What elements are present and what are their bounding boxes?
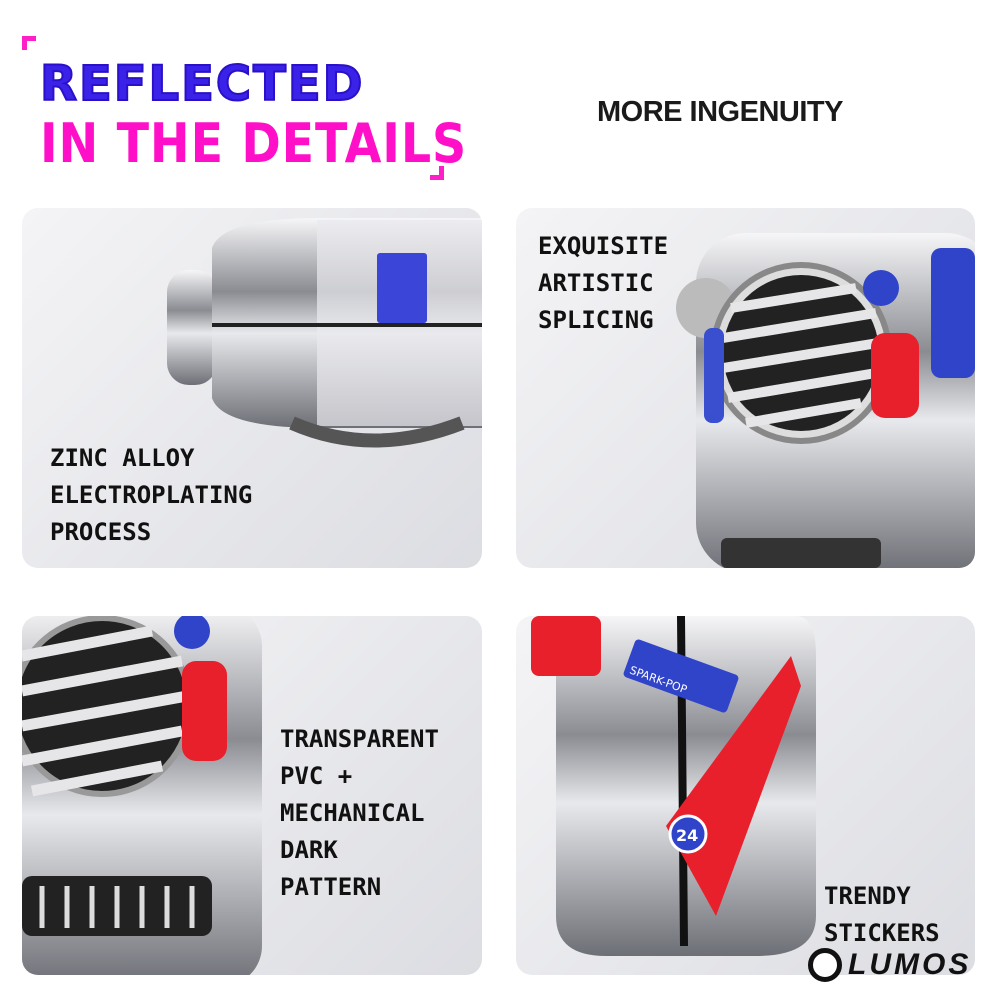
title-line-2: IN THE DETAILS: [40, 112, 468, 175]
logo-mark-icon: [808, 948, 842, 982]
caption-trendy-stickers: TRENDY STICKERS: [824, 882, 940, 947]
frame-corner-bottom-right: [430, 166, 444, 180]
product-face-image: [676, 233, 975, 568]
brand-name: LUMOS: [848, 948, 972, 981]
sticker-number: 24: [676, 826, 698, 845]
panel-artistic-splicing: EXQUISITE ARTISTIC SPLICING: [516, 208, 975, 568]
product-grille-image: [22, 616, 262, 975]
panel-zinc-alloy: ZINC ALLOY ELECTROPLATING PROCESS: [22, 208, 482, 568]
caption-zinc-alloy: ZINC ALLOY ELECTROPLATING PROCESS: [50, 444, 253, 546]
brand-logo: LUMOS: [808, 948, 971, 982]
product-head-image: [167, 218, 482, 448]
subtitle: MORE INGENUITY: [597, 96, 843, 128]
panel-transparent-pvc: TRANSPARENT PVC + MECHANICAL DARK PATTER…: [22, 616, 482, 975]
frame-corner-top-left: [22, 36, 36, 50]
caption-artistic-splicing: EXQUISITE ARTISTIC SPLICING: [538, 232, 669, 334]
panel-trendy-stickers: SPARK-POP 24 TRENDY STICKERS: [516, 616, 975, 975]
title-line-1: REFLECTED: [39, 55, 365, 113]
caption-transparent-pvc: TRANSPARENT PVC + MECHANICAL DARK PATTER…: [280, 725, 439, 901]
product-body-image: SPARK-POP 24: [531, 616, 816, 956]
